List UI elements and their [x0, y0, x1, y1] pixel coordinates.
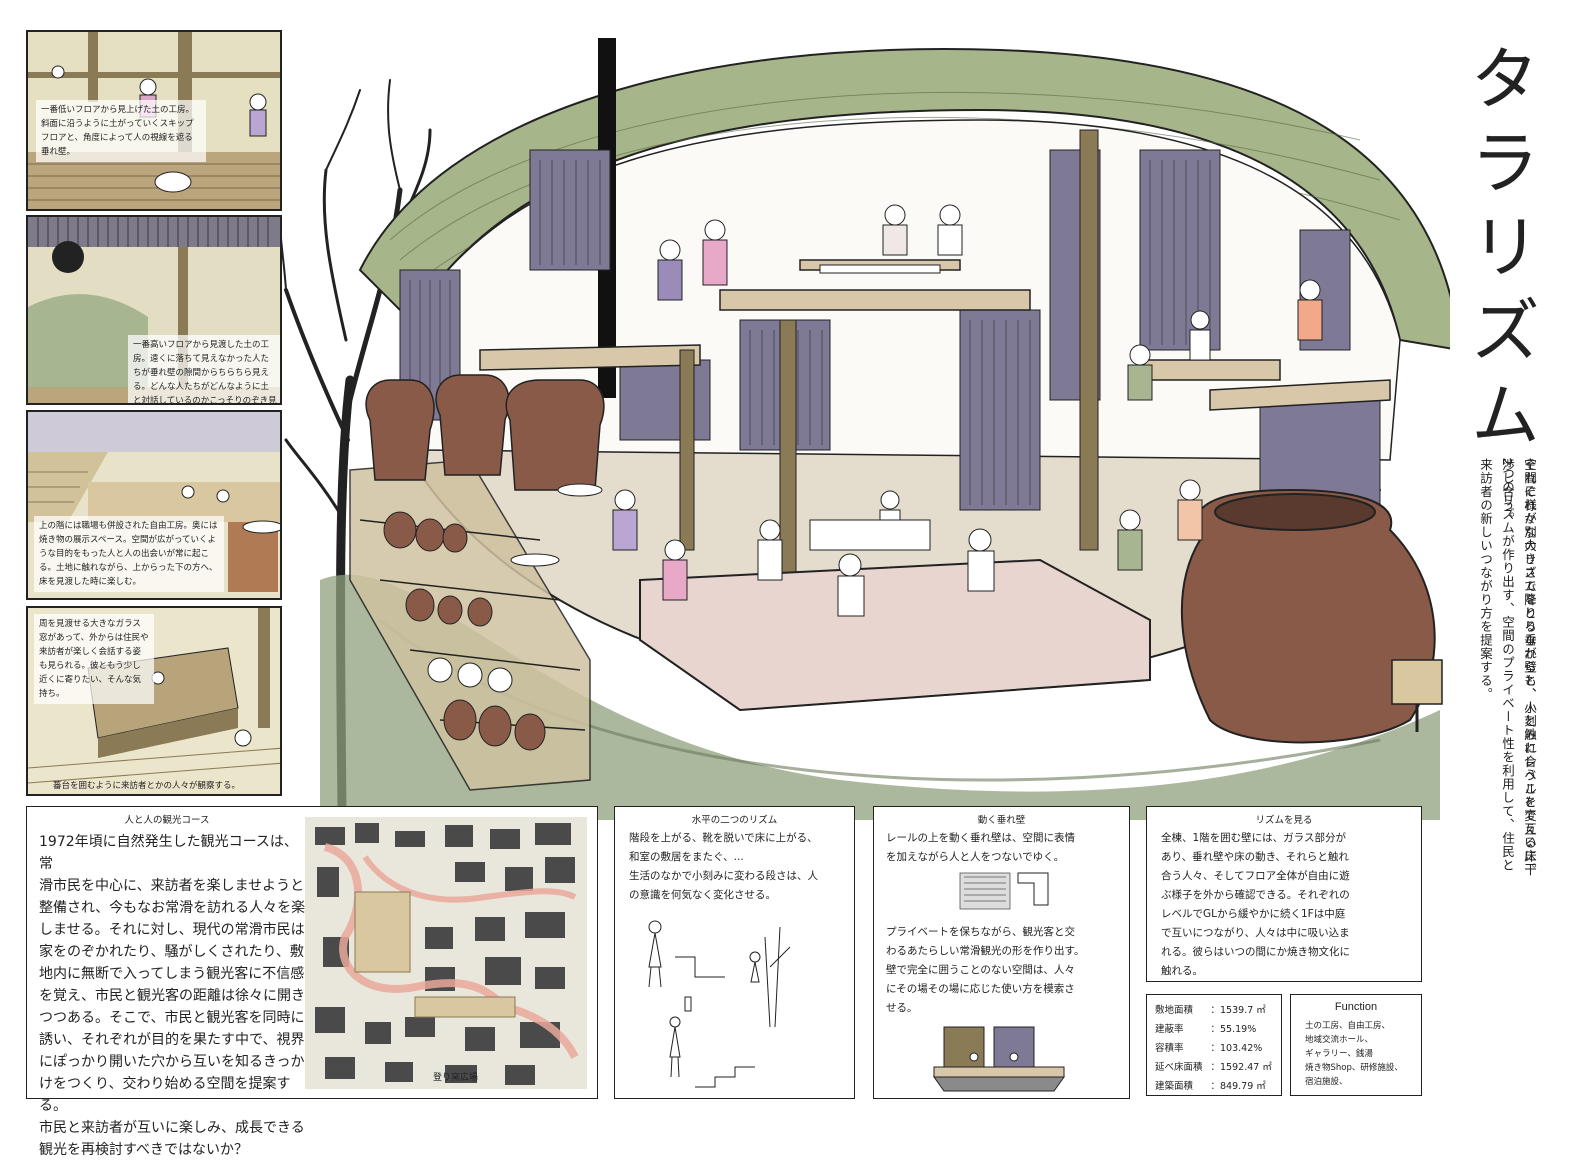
panel-3: 上の階には職場も併設された自由工房。奥には焼き物の展示スペース。空間が広がってい…	[26, 410, 282, 600]
stat-value: ：1592.47 ㎡	[1210, 1061, 1272, 1073]
see-title: リズムを見る	[1255, 815, 1313, 826]
map-label: 登り窯広場	[433, 1073, 479, 1083]
see-line: で互いにつながり、人々は中に吸い込ま	[1161, 927, 1350, 939]
rhythm-line: 階段を上がる、靴を脱いで床に上がる、	[629, 832, 818, 844]
course-line: 地内に無断で入ってしまう観光客に不信感	[39, 966, 305, 982]
course-box: 人と人の観光コース 1972年頃に自然発生した観光コースは、常 滑市民を中心に、…	[26, 806, 598, 1158]
see-line: 触れる。	[1161, 965, 1203, 977]
stat-value: ：103.42%	[1210, 1042, 1263, 1054]
rhythm-sketch	[648, 920, 791, 1088]
panel-4-caption: 周を見渡せる大きなガラス窓があって、外からは住民や来訪者が楽しく会話する姿も見ら…	[34, 614, 154, 704]
function-item: ギャラリー、銭湯	[1305, 1049, 1373, 1059]
function-items: 土の工房、自由工房、 地域交流ホール、 ギャラリー、銭湯 焼き物Shop、研修施…	[1305, 1019, 1403, 1089]
function-item: 焼き物Shop、研修施設、	[1305, 1063, 1403, 1073]
panel-2-caption: 一番高いフロアから見渡した土の工房。遠くに落ちて見えなかった人たちが垂れ壁の隙間…	[128, 335, 280, 403]
see-line: あり、垂れ壁や床の動き、それらと触れ	[1161, 851, 1349, 863]
poster-title: タラリズム	[1459, 42, 1541, 462]
see-line: レベルでGLから緩やかに続く1Fは中庭	[1161, 908, 1346, 920]
wall-text-2: プライベートを保ちながら、観光客と交 わるあたらしい常滑観光の形を作り出す。 壁…	[886, 923, 1122, 1018]
wall-diagram	[959, 872, 1049, 910]
see-line: ぶ様子を外から確認できる。それぞれの	[1161, 889, 1350, 901]
rhythm-line: 和室の敷居をまたぐ、...	[629, 851, 744, 863]
stats-row: 容積率 ：103.42%	[1151, 1037, 1276, 1056]
see-box: リズムを見る 全棟、1階を囲む壁には、ガラス部分が あり、垂れ壁や床の動き、それ…	[1146, 806, 1422, 982]
course-line: 市民と来訪者が互いに楽しみ、成長できる	[39, 1120, 305, 1136]
wall-title: 動く垂れ壁	[977, 815, 1026, 826]
stat-value: ：1539.7 ㎡	[1210, 1004, 1266, 1016]
function-item: 土の工房、自由工房、	[1305, 1021, 1391, 1031]
function-box: Function 土の工房、自由工房、 地域交流ホール、 ギャラリー、銭湯 焼き…	[1290, 994, 1422, 1096]
wall-line: プライベートを保ちながら、観光客と交	[886, 926, 1075, 938]
course-line: 観光を再検討すべきではないか？	[39, 1142, 249, 1158]
stats-row: 敷地面積 ：1539.7 ㎡	[1151, 999, 1276, 1018]
wall-line: レールの上を動く垂れ壁は、空間に表情	[886, 832, 1075, 844]
course-line: けをつくり、交わり始める空間を提案する。	[39, 1076, 291, 1114]
stat-label: 建築面積	[1155, 1080, 1194, 1092]
rhythm-box: 水平の二つのリズム 階段を上がる、靴を脱いで床に上がる、 和室の敷居をまたぐ、.…	[614, 806, 855, 1099]
wall-sketch	[933, 1026, 1065, 1092]
course-line: 1972年頃に自然発生した観光コースは、常	[39, 834, 298, 872]
see-line: 全棟、1階を囲む壁には、ガラス部分が	[1161, 832, 1346, 844]
stat-value: ：55.19%	[1210, 1023, 1257, 1035]
function-item: 地域交流ホール、	[1305, 1035, 1374, 1045]
wall-box: 動く垂れ壁 レールの上を動く垂れ壁は、空間に表情 を加えながら人と人をつないでゆ…	[873, 806, 1130, 1099]
stats-row: 建蔽率 ：55.19%	[1151, 1018, 1276, 1037]
wall-line: わるあたらしい常滑観光の形を作り出す。	[886, 945, 1085, 957]
big-kiln-pot	[1180, 488, 1436, 744]
rhythm-line: 生活のなかで小刻みに変わる段さは、人	[629, 870, 818, 882]
panel-1: 一番低いフロアから見上げた土の工房。斜面に沿うように土がっていくスキップフロアと…	[26, 30, 282, 211]
panel-1-caption: 一番低いフロアから見上げた土の工房。斜面に沿うように土がっていくスキップフロアと…	[36, 100, 206, 162]
course-line: 家をのぞかれたり、騒がしくされたり、敷	[39, 944, 304, 960]
large-pots	[365, 374, 605, 491]
course-line: つつある。そこで、市民と観光客を同時に	[39, 1010, 305, 1026]
stat-value: ：849.79 ㎡	[1210, 1080, 1266, 1092]
wall-line: にその場その場に応じた使い方を模索さ	[886, 983, 1075, 995]
thatched-roof	[358, 48, 1450, 350]
stat-label: 建蔽率	[1155, 1023, 1184, 1035]
course-line: 整備され、今もなお常滑を訪れる人々を楽	[39, 900, 306, 916]
rhythm-title: 水平の二つのリズム	[691, 815, 778, 826]
stat-label: 敷地面積	[1155, 1004, 1194, 1016]
wall-line: せる。	[886, 1002, 918, 1014]
wall-line: 壁で完全に囲うことのない空間は、人々	[886, 964, 1075, 976]
rhythm-line: の意識を何気なく変化させる。	[629, 889, 776, 901]
see-text: 全棟、1階を囲む壁には、ガラス部分が あり、垂れ壁や床の動き、それらと触れ 合う…	[1161, 829, 1413, 981]
course-line: にぽっかり開いた穴から互いを知るきっか	[39, 1054, 305, 1070]
sign-board	[1391, 659, 1443, 705]
course-line: を覚え、市民と観光客の距離は徐々に開き	[39, 988, 305, 1004]
panel-4: 周を見渡せる大きなガラス窓があって、外からは住民や来訪者が楽しく会話する姿も見ら…	[26, 606, 282, 796]
stats-table: 敷地面積 ：1539.7 ㎡ 建蔽率 ：55.19% 容積率 ：103.42% 延べ床…	[1151, 999, 1276, 1094]
rhythm-text: 階段を上がる、靴を脱いで床に上がる、 和室の敷居をまたぐ、... 生活のなかで小…	[629, 829, 849, 905]
stats-box: 敷地面積 ：1539.7 ㎡ 建蔽率 ：55.19% 容積率 ：103.42% 延べ床…	[1146, 994, 1282, 1096]
wall-line: を加えながら人と人をつないでゆく。	[886, 851, 1065, 863]
course-title: 人と人の観光コース	[124, 815, 210, 826]
concept-line-1: 空間に様々な大きさで降りる垂れ壁と、小刻みにレベルを変える床。	[1522, 458, 1537, 877]
people	[612, 204, 1323, 617]
function-item: 宿泊施設、	[1305, 1077, 1348, 1087]
concept-line-3: 2つのリズムが作り出す、空間のプライベート性を利用して、住民と来訪者の新しいつな…	[1478, 458, 1515, 872]
panel-3-caption: 上の階には職場も併設された自由工房。奥には焼き物の展示スペース。空間が広がってい…	[34, 516, 224, 592]
course-line: 誘い、それぞれが目的を果たす中で、視界	[39, 1032, 305, 1048]
course-line: 滑市民を中心に、来訪者を楽しませようと	[39, 878, 305, 894]
panel-2: 一番高いフロアから見渡した土の工房。遠くに落ちて見えなかった人たちが垂れ壁の隙間…	[26, 215, 282, 405]
see-line: れる。彼らはいつの間にか焼き物文化に	[1161, 946, 1350, 958]
function-title: Function	[1334, 1001, 1378, 1013]
stats-row: 建築面積 ：849.79 ㎡	[1151, 1075, 1276, 1094]
stat-label: 容積率	[1155, 1042, 1184, 1054]
wall-text-1: レールの上を動く垂れ壁は、空間に表情 を加えながら人と人をつないでゆく。	[886, 829, 1122, 867]
panel-bottom-caption: 蕃台を囲むように来訪者とかの人々が観察する。	[53, 781, 241, 791]
stats-row: 延べ床面積 ：1592.47 ㎡	[1151, 1056, 1276, 1075]
ground	[320, 574, 1440, 820]
site-map: 登り窯広場	[305, 817, 587, 1089]
stat-label: 延べ床面積	[1155, 1061, 1203, 1073]
main-illustration	[280, 38, 1450, 820]
course-line: しませる。それに対し、現代の常滑市民は	[39, 922, 305, 938]
see-line: 合う人々、そしてフロア全体が自由に遊	[1161, 870, 1350, 882]
concept-line-2: それぞれが別のリズムをとりながらも、人と触れ合うことで互いに干渉し合う。	[1500, 458, 1537, 877]
stage-platform	[639, 558, 1151, 712]
